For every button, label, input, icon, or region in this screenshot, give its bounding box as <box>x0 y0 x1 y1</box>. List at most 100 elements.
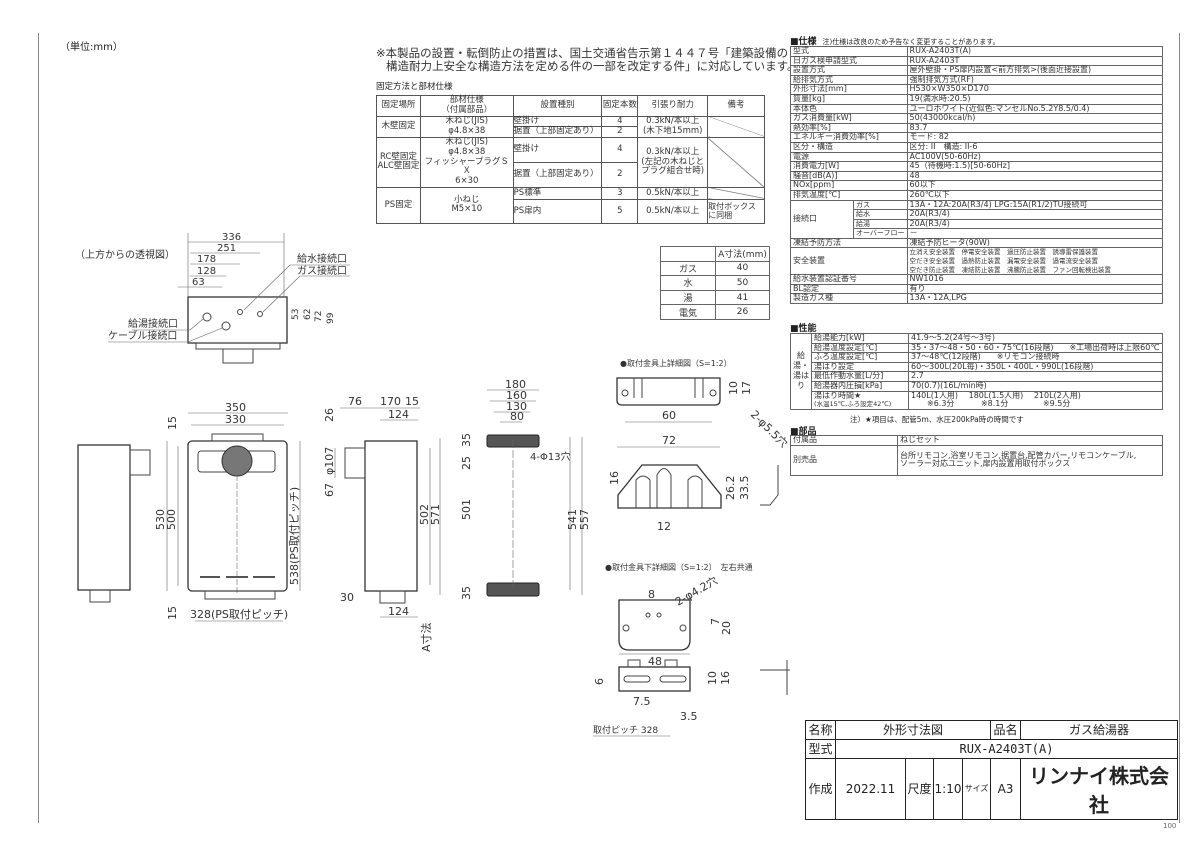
page-code: 100 <box>1163 822 1177 830</box>
a-dim-value: 50 <box>715 275 770 291</box>
performance-group-label: 給湯・湯はり <box>790 333 812 410</box>
spec-title: ■仕様 <box>790 37 817 47</box>
wood-type-2: 据置（上部固定あり） <box>512 126 603 139</box>
spec-value: 凍結予防ヒータ(90W) <box>906 237 1164 249</box>
table-row: 消費電力[W]45（待機時:1.5)[50-60Hz] <box>790 161 1164 172</box>
header-part: 部材仕様 （付属部品） <box>419 95 514 117</box>
spec-label: 凍結予防方法 <box>790 237 908 249</box>
ps-type-2: PS扉内 <box>512 198 603 224</box>
a-dim-label: ガス <box>660 260 716 277</box>
spec-label: 設置方式 <box>790 65 908 76</box>
spec-value: RUX-A2403T(A) <box>906 46 1164 57</box>
spec-heading: ■仕様注)仕様は改良のため予告なく変更することがあります。 <box>790 34 1000 47</box>
size-value: A3 <box>990 757 1021 820</box>
table-row: 給湯・湯はり給湯能力[kW]41.9～5.2(24号～3号) <box>790 333 1163 410</box>
model-label: 型式 <box>805 738 836 759</box>
spec-value: 20A(R3/4) <box>906 209 1164 220</box>
safety-line: 空だき防止装置 凍結防止装置 沸騰防止装置 ファン回転検出装置 <box>909 265 1112 274</box>
ps-count-2: 5 <box>601 198 639 224</box>
drawing-name: 外形寸法図 <box>835 720 991 740</box>
empty-remarks <box>707 137 765 188</box>
safety-line: 立消え安全装置 停電安全装置 過圧防止装置 誘導雷保護装置 <box>909 248 1099 257</box>
spec-value: 19(満水時:20.5) <box>906 93 1164 105</box>
spec-value: NW1016 <box>906 274 1164 285</box>
wood-part: 木ねじ(JIS) φ4.8×38 <box>419 115 514 139</box>
table-row: 給湯器内圧損[kPa]70(0.7)(16L/min時) <box>791 380 1163 392</box>
spec-sublabel: オーバーフロー <box>853 228 908 239</box>
table-row: 安全装置立消え安全装置 停電安全装置 過圧防止装置 誘導雷保護装置空だき安全装置… <box>790 247 1164 276</box>
table-row: 騒音[dB(A)]48 <box>790 170 1164 182</box>
spec-value: 13A・12A,LPG <box>906 293 1164 305</box>
spec-label: 区分・構造 <box>790 141 908 153</box>
table-row: 付属品ねじセット <box>790 435 1163 446</box>
empty-remarks <box>707 115 765 139</box>
spec-label: 消費電力[W] <box>790 161 908 172</box>
spec-value: － <box>906 228 1164 239</box>
parts-value: ねじセット <box>897 435 1163 446</box>
a-dim-value: 41 <box>715 289 770 306</box>
fill-time-value: 140L(1人用) 180L(1.5人用) 210L(2人用) ※6.3分 ※8… <box>908 390 1163 410</box>
table-row: 湯はり時間★(水温15℃,ふろ設定42℃)140L(1人用) 180L(1.5人… <box>791 390 1163 410</box>
drawing-frame <box>38 33 1180 823</box>
safety-devices: 立消え安全装置 停電安全装置 過圧防止装置 誘導雷保護装置空だき安全装置 過熱防… <box>906 247 1164 276</box>
parts-label: 付属品 <box>790 435 898 446</box>
spec-value: 区分: II 構造: II-6 <box>906 141 1164 153</box>
notice-line-1: ※本製品の設置・転倒防止の措置は、国土交通省告示第１４４７号「建築設備の <box>376 46 789 60</box>
rc-place: RC壁固定 ALC壁固定 <box>376 137 421 188</box>
ps-strength-1: 0.5kN/本以上 <box>637 186 709 200</box>
spec-label: 製造ガス種 <box>790 293 908 305</box>
notice: ※本製品の設置・転倒防止の措置は、国土交通省告示第１４４７号「建築設備の 構造耐… <box>376 47 799 73</box>
rc-type-2: 据置（上部固定あり） <box>512 161 603 188</box>
spec-note: 注)仕様は改良のため予告なく変更することがあります。 <box>822 38 1000 46</box>
scale-value: 1:10 <box>933 757 963 820</box>
rc-strength: 0.3kN/本以上 (左記の木ねじと プラグ組合せ時) <box>637 137 709 188</box>
table-row: NOx[ppm]60以下 <box>790 180 1164 191</box>
spec-value: 屋外壁掛・PS扉内設置<前方排気>(後面近接設置) <box>906 65 1164 76</box>
wood-strength: 0.3kN/本以上 (木下地15mm) <box>637 115 709 139</box>
a-dim-empty <box>660 246 716 262</box>
name-label: 名称 <box>805 720 836 740</box>
scale-label: 尺度 <box>905 757 934 820</box>
a-dim-label: 電気 <box>660 304 716 320</box>
performance-label: 給湯能力[kW] <box>811 333 909 344</box>
fixing-table: 固定場所部材仕様 （付属部品）設置種別固定本数引張り耐力備考 木壁固定木ねじ(J… <box>376 95 765 224</box>
spec-sublabel: 給水 <box>853 209 908 220</box>
product-name: ガス給湯器 <box>1020 720 1178 740</box>
spec-label: NOx[ppm] <box>790 180 908 191</box>
table-row: ガス消費量[kW]50(43000kcal/h) <box>790 113 1164 124</box>
ps-place: PS固定 <box>376 186 421 224</box>
spec-label: 排気温度[℃] <box>790 189 908 201</box>
spec-label: 安全装置 <box>790 247 908 276</box>
a-dim-label: 水 <box>660 275 716 291</box>
header-place: 固定場所 <box>376 95 421 117</box>
spec-label: ガス消費量[kW] <box>790 113 908 124</box>
table-row: エネルギー消費効率[%]モード: 82 <box>790 132 1164 143</box>
notice-line-2: 構造耐力上安全な構造方法を定める件の一部を改定する件」に対応しています。 <box>386 59 799 73</box>
spec-label: 型式 <box>790 46 908 57</box>
fill-time-label: 湯はり時間★(水温15℃,ふろ設定42℃) <box>811 390 909 410</box>
size-label: サイズ <box>962 757 991 820</box>
table-row: 凍結予防方法凍結予防ヒータ(90W) <box>790 237 1164 249</box>
ps-part: 小ねじ M5×10 <box>419 186 514 224</box>
spec-label: 給水装置認証番号 <box>790 274 908 285</box>
empty-remarks <box>707 186 765 200</box>
table-row: BL認定有り <box>790 283 1164 295</box>
spec-value: モード: 82 <box>906 132 1164 143</box>
fill-time-label-line: 湯はり時間★ <box>814 390 862 400</box>
table-row: 外形寸法[mm]H530×W350×D170 <box>790 84 1164 95</box>
performance-value: 60～300L(20L毎)・350L・400L・990L(16段階) <box>908 361 1163 373</box>
fill-time-line: 140L(1人用) 180L(1.5人用) 210L(2人用) <box>911 390 1081 400</box>
ps-type-1: PS標準 <box>512 186 603 200</box>
created-label: 作成 <box>805 757 836 820</box>
performance-label: ふろ温度設定[℃] <box>811 352 909 363</box>
table-row: 質量[kg]19(満水時:20.5) <box>790 93 1164 105</box>
parts-label: 別売品 <box>790 444 898 476</box>
spec-sublabel: 給湯 <box>853 218 908 230</box>
spec-value: 50(43000kcal/h) <box>906 113 1164 124</box>
rc-count-2: 2 <box>601 161 639 188</box>
a-dim-value: 26 <box>715 304 770 320</box>
